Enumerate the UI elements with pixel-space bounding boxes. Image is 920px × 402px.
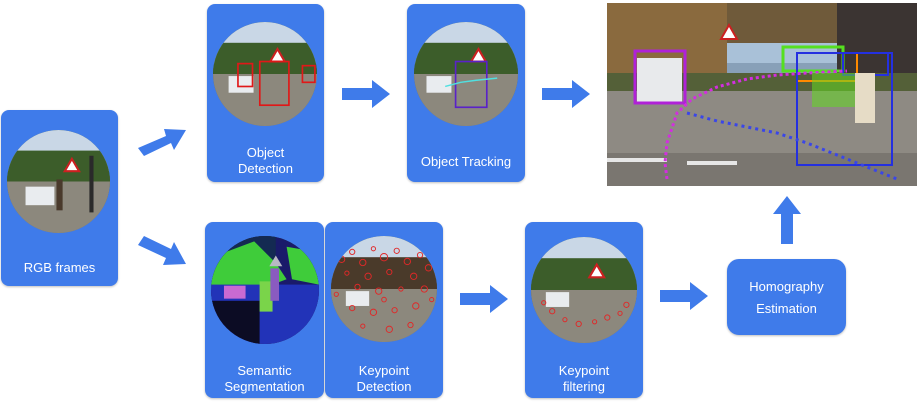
keypoint-filtering-label-2: filtering xyxy=(563,379,605,394)
object-detection-thumbnail xyxy=(213,22,317,126)
rgb-frames-label: RGB frames xyxy=(23,260,96,275)
keypoint-filtering-thumbnail xyxy=(531,237,637,343)
arrow-rgb-to-segmentation xyxy=(138,236,186,265)
keypoint-detection-label-2: Detection xyxy=(356,379,412,394)
semantic-segmentation-thumbnail xyxy=(211,236,319,344)
arrow-rgb-to-detection xyxy=(138,129,186,156)
node-semantic-segmentation: Semantic Segmentation xyxy=(205,222,324,398)
arrow-detection-to-tracking xyxy=(342,80,390,108)
node-object-detection: Object Detection xyxy=(207,4,324,182)
node-homography-estimation: Homography Estimation xyxy=(727,259,846,335)
object-detection-label-1: Object xyxy=(246,145,285,160)
homography-label-1: Homography xyxy=(749,279,824,294)
object-detection-label-2: Detection xyxy=(238,161,293,176)
arrow-homography-to-output xyxy=(773,196,801,244)
keypoint-detection-thumbnail xyxy=(331,236,437,342)
object-tracking-label: Object Tracking xyxy=(420,154,512,169)
node-keypoint-filtering: Keypoint filtering xyxy=(525,222,643,398)
keypoint-detection-label-1: Keypoint xyxy=(358,363,410,378)
output-scene-image xyxy=(607,3,917,186)
arrow-keypoint-detection-to-filtering xyxy=(460,285,508,313)
keypoint-filtering-label-1: Keypoint xyxy=(558,363,610,378)
rgb-frame-thumbnail xyxy=(7,130,110,233)
node-keypoint-detection: Keypoint Detection xyxy=(325,222,443,398)
arrow-filtering-to-homography xyxy=(660,282,708,310)
node-rgb-frames: RGB frames xyxy=(1,110,118,286)
homography-label-2: Estimation xyxy=(756,301,817,316)
arrow-tracking-to-output xyxy=(542,80,590,108)
node-object-tracking: Object Tracking xyxy=(407,4,525,182)
semantic-segmentation-label-2: Segmentation xyxy=(224,379,305,394)
object-tracking-thumbnail xyxy=(414,22,518,126)
semantic-segmentation-label-1: Semantic xyxy=(237,363,292,378)
